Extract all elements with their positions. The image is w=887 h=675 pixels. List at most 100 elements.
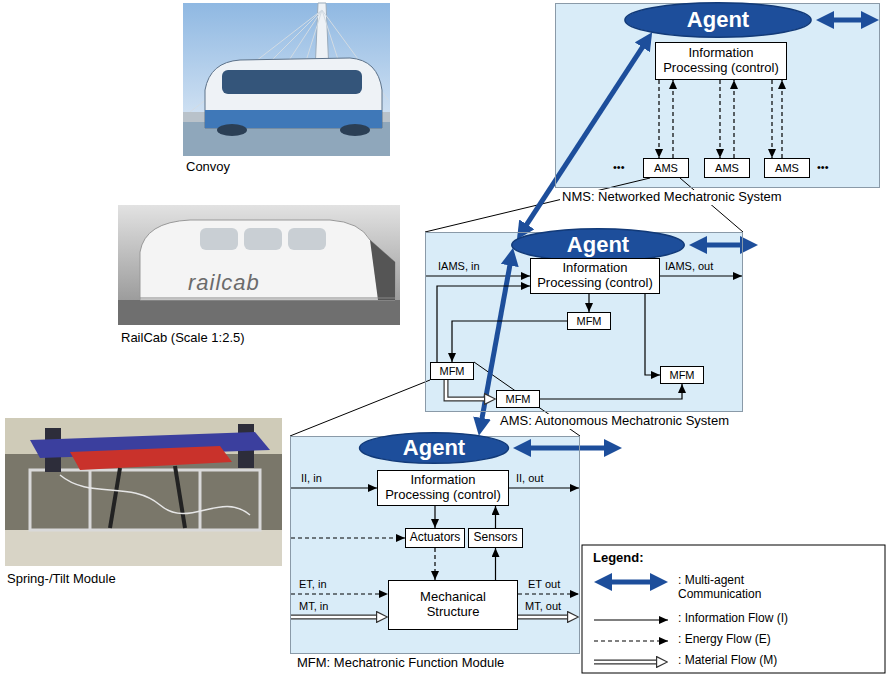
connector-line	[771, 80, 772, 158]
connector	[495, 506, 496, 528]
legend-text: : Information Flow (I)	[678, 612, 788, 626]
signal-label: IAMS, out	[664, 260, 714, 273]
agent-label: Agent	[687, 7, 749, 32]
material-flow-outline	[291, 615, 378, 620]
ellipsis: •••	[816, 161, 830, 174]
ellipsis: •••	[612, 161, 626, 174]
connector-line	[672, 80, 673, 158]
railcab-window	[244, 228, 282, 250]
component-box: Sensors	[468, 528, 523, 548]
agent-ellipse-shape	[512, 229, 684, 262]
external-agent-link-line	[828, 18, 867, 23]
vehicle-windows	[222, 70, 362, 94]
connector-line	[452, 321, 567, 362]
photo-text: railcab	[188, 270, 260, 295]
connector-outline	[446, 380, 486, 399]
panel-ground	[425, 232, 743, 412]
agent-ellipse-shape	[360, 433, 509, 464]
legend-sample	[594, 620, 668, 621]
zoom-line	[290, 380, 430, 436]
connector-line	[658, 80, 659, 158]
system-panel: MFM: Mechatronic Function ModuleAgentInf…	[290, 436, 580, 654]
connector	[589, 294, 590, 312]
module-box: MFM	[660, 366, 704, 384]
material-flow	[518, 617, 569, 618]
signal-label: IAMS, in	[437, 260, 481, 273]
process-box: Information Processing (control)	[530, 258, 660, 294]
module-box: AMS	[643, 158, 689, 178]
connector	[495, 548, 496, 580]
legend-sample-line	[606, 580, 656, 585]
module-box: MFM	[496, 390, 540, 408]
box-label: Actuators	[410, 531, 461, 545]
component-box: Mechanical Structure	[388, 580, 518, 630]
information-flow-line	[291, 487, 377, 488]
connector-line	[781, 80, 782, 158]
railcab-skirt-line	[140, 298, 395, 299]
signal-label: ET, in	[298, 578, 328, 591]
panel-ground	[555, 3, 880, 188]
box-label: MFM	[505, 393, 530, 406]
module-box: AMS	[764, 158, 810, 178]
connector	[437, 286, 530, 362]
connector	[446, 380, 486, 399]
connector-line	[495, 548, 496, 580]
energy-flow	[518, 594, 579, 595]
connector-head	[446, 380, 486, 399]
external-agent-link	[701, 245, 746, 246]
signal-label: MT, in	[298, 600, 329, 613]
agent-ellipse: Agent	[623, 2, 813, 38]
external-agent-link-line	[701, 243, 746, 248]
panel-heading: AMS: Autonomous Mechatronic System	[498, 414, 731, 429]
railcab-window	[200, 228, 238, 250]
module-box: MFM	[430, 362, 474, 380]
legend-sample	[606, 582, 656, 583]
external-agent-link	[525, 448, 610, 449]
material-flow-core	[518, 616, 569, 619]
actuator-rod	[110, 468, 120, 528]
connector	[673, 80, 674, 158]
panel-ground	[290, 436, 580, 654]
system-panel: AMS: Autonomous Mechatronic SystemAgentI…	[425, 232, 743, 412]
energy-flow-line	[518, 593, 579, 594]
legend-title: Legend:	[592, 551, 645, 566]
connector-line	[719, 80, 720, 158]
zoom-line-line	[290, 380, 430, 436]
connector-core	[446, 380, 486, 399]
information-flow	[426, 276, 530, 277]
box-label: Sensors	[473, 531, 517, 545]
legend-text: : Multi-agent Communication	[678, 574, 796, 602]
connector	[645, 294, 660, 375]
box-label: AMS	[654, 162, 678, 175]
legend-text: : Energy Flow (E)	[678, 633, 771, 647]
connector-line	[437, 286, 530, 362]
signal-label: II, in	[300, 472, 323, 485]
vehicle-wheel	[340, 124, 370, 136]
process-box: Information Processing (control)	[655, 42, 787, 80]
signal-label: ET out	[527, 578, 561, 591]
photo-sky	[183, 3, 390, 156]
track	[118, 300, 400, 325]
railcab-window	[288, 228, 326, 250]
railcab-front	[370, 240, 395, 300]
agent-label: Agent	[403, 435, 465, 460]
energy-flow	[291, 594, 388, 595]
material-flow-head	[518, 617, 569, 618]
vehicle-wheel	[217, 124, 247, 136]
legend-sample-outline	[594, 660, 658, 665]
signal-label: MT, out	[524, 600, 562, 613]
test-frame	[30, 470, 260, 530]
connector	[435, 506, 436, 528]
test-frame	[199, 470, 202, 530]
connector-line	[434, 548, 435, 580]
zoom-line-line	[680, 178, 743, 232]
signal-label: II, out	[515, 472, 545, 485]
agent-ellipse: Agent	[358, 432, 510, 464]
legend-sample-line	[594, 640, 668, 641]
lab-floor	[5, 530, 282, 566]
convoy-vehicle	[205, 58, 382, 128]
connector	[540, 384, 682, 399]
box-label: Mechanical Structure	[407, 590, 499, 620]
test-frame	[89, 470, 92, 530]
